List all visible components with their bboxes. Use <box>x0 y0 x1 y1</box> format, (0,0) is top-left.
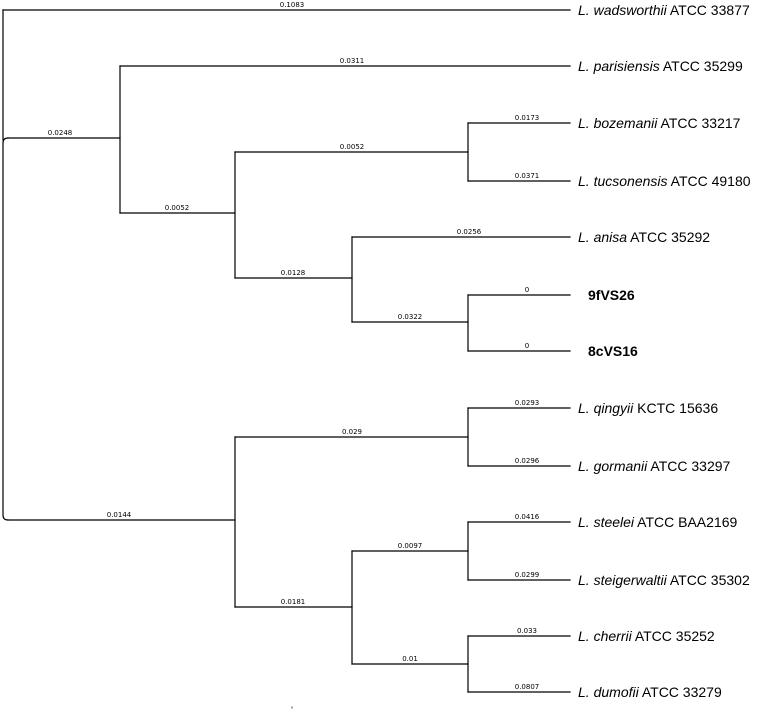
blen-tucsonensis: 0.0371 <box>515 172 540 180</box>
blen-9fVS26: 0 <box>525 286 529 294</box>
blen-parisiensis: 0.0311 <box>340 57 365 65</box>
taxon-label-8cVS16: 8cVS16 <box>588 343 638 359</box>
taxon-label-9fVS26: 9fVS26 <box>588 287 635 303</box>
blen-wadsworthii: 0.1083 <box>280 1 305 9</box>
taxon-label-qingyii: L. qingyii KCTC 15636 <box>578 400 718 416</box>
blen-steigerwaltii: 0.0299 <box>515 571 540 579</box>
blen-8cVS16: 0 <box>525 342 529 350</box>
blen-paris-rest: 0.0052 <box>165 204 190 212</box>
blen-steelei: 0.0416 <box>515 513 540 521</box>
blen-dumofii: 0.0807 <box>515 683 540 691</box>
blen-vs-clade: 0.0322 <box>398 313 423 321</box>
blen-steel-cher: 0.0181 <box>281 598 306 606</box>
blen-upper-clade: 0.0248 <box>48 129 73 137</box>
blen-bozemanii: 0.0173 <box>515 114 540 122</box>
taxon-label-cherrii: L. cherrii ATCC 35252 <box>578 628 715 644</box>
taxon-label-tucsonensis: L. tucsonensis ATCC 49180 <box>578 173 751 189</box>
taxon-label-bozemanii: L. bozemanii ATCC 33217 <box>578 115 741 131</box>
taxon-label-steigerwaltii: L. steigerwaltii ATCC 35302 <box>578 572 750 588</box>
blen-qingyii: 0.0293 <box>515 399 540 407</box>
taxon-label-anisa: L. anisa ATCC 35292 <box>578 229 710 245</box>
taxon-label-parisiensis: L. parisiensis ATCC 35299 <box>578 58 743 74</box>
blen-boz-tuc: 0.0052 <box>340 143 365 151</box>
blen-cherrii-clade: 0.01 <box>402 655 418 663</box>
root-connector <box>2 137 9 521</box>
blen-steelei-clade: 0.0097 <box>398 542 423 550</box>
taxon-label-dumofii: L. dumofii ATCC 33279 <box>578 684 722 700</box>
blen-anisa: 0.0256 <box>457 228 482 236</box>
blen-anisa-group: 0.0128 <box>281 269 306 277</box>
taxon-label-gormanii: L. gormanii ATCC 33297 <box>578 458 731 474</box>
footer-mark: ° <box>291 706 294 712</box>
blen-cherrii: 0.033 <box>517 627 537 635</box>
taxon-label-wadsworthii: L. wadsworthii ATCC 33877 <box>578 2 750 18</box>
taxon-label-steelei: L. steelei ATCC BAA2169 <box>578 514 738 530</box>
blen-lower-clade: 0.0144 <box>107 511 132 519</box>
blen-gormanii: 0.0296 <box>515 457 540 465</box>
blen-qin-gor: 0.029 <box>342 428 362 436</box>
